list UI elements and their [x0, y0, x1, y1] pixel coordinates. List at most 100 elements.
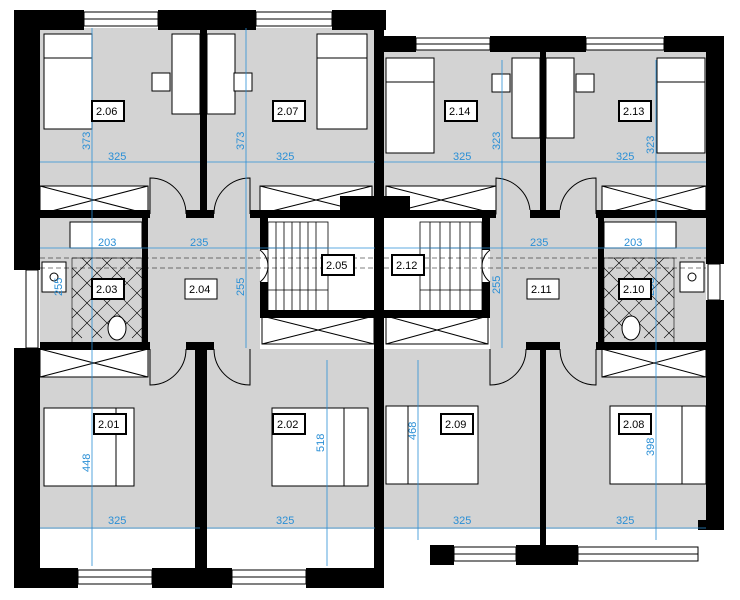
desk-2-13	[545, 57, 575, 139]
dim-h-2-02: 518	[315, 434, 327, 452]
wall-bottom-right-b	[516, 545, 578, 565]
room-label-2-11: 2.11	[526, 278, 560, 300]
dim-h-2-14: 323	[491, 132, 503, 150]
wall-h-upper-mid	[250, 210, 340, 218]
room-label-2-02: 2.02	[272, 413, 306, 435]
room-label-2-08: 2.08	[618, 413, 652, 435]
room-label-2-07: 2.07	[272, 100, 306, 122]
door-swings	[149, 177, 597, 386]
dim-corr-203-right: 203	[624, 237, 642, 249]
svg-text:2.13: 2.13	[623, 106, 644, 118]
window-bath-right	[707, 263, 721, 301]
wall-h-lower-left	[40, 342, 150, 350]
svg-text:2.11: 2.11	[531, 284, 552, 296]
chair-2-07	[233, 72, 253, 92]
dim-w-2-08: 325	[616, 515, 634, 527]
svg-text:2.09: 2.09	[445, 419, 466, 431]
svg-text:2.10: 2.10	[623, 284, 644, 296]
stairs-right	[419, 221, 483, 313]
window-bath-left	[25, 269, 39, 349]
wall-right-bottom-corner	[698, 520, 724, 530]
chair-2-13	[575, 73, 595, 93]
sink-right	[679, 261, 705, 293]
dim-h-2-09: 468	[407, 422, 419, 440]
wall-bath-left	[142, 218, 148, 342]
door-2-08	[559, 348, 597, 386]
door-2-14	[495, 177, 531, 214]
room-label-2-03: 2.03	[91, 278, 125, 300]
svg-text:2.02: 2.02	[277, 419, 298, 431]
dim-h-2-13: 323	[645, 136, 657, 154]
door-2-01	[149, 348, 187, 386]
wall-top-right-left	[332, 10, 386, 30]
room-label-2-10: 2.10	[618, 278, 652, 300]
wall-right-outer-lower	[706, 300, 724, 520]
wall-top-right-section	[384, 36, 416, 52]
furniture	[39, 33, 707, 487]
wall-h-lower-right-a	[384, 310, 490, 318]
section-lines	[40, 257, 706, 269]
wall-h-lower-left-b	[186, 342, 214, 350]
svg-text:2.03: 2.03	[96, 284, 117, 296]
room-label-2-06: 2.06	[91, 100, 125, 122]
chair-2-14	[491, 73, 511, 93]
dim-h-2-03: 255	[53, 278, 65, 296]
wall-h-lower-right-b	[526, 342, 560, 350]
wall-bottom-right-a	[430, 545, 454, 565]
dim-w-2-01: 325	[108, 515, 126, 527]
desk-2-06	[171, 33, 201, 115]
door-2-06	[149, 177, 187, 215]
wall-bottom-left-right	[306, 568, 384, 588]
door-2-05	[259, 249, 269, 283]
walls	[14, 10, 724, 588]
chair-2-06	[151, 72, 171, 92]
wall-h-upper-left-b	[186, 210, 214, 218]
bathtub-right	[603, 221, 677, 249]
door-2-13	[559, 177, 597, 214]
svg-text:2.12: 2.12	[396, 260, 417, 272]
dim-w-2-14: 325	[453, 151, 471, 163]
dim-w-2-07: 325	[276, 151, 294, 163]
svg-text:2.04: 2.04	[189, 284, 210, 296]
wall-h-upper-right-b	[530, 210, 560, 218]
svg-text:2.08: 2.08	[623, 419, 644, 431]
dim-corr-235-right: 235	[530, 237, 548, 249]
bed-2-06	[43, 33, 93, 130]
bed-2-13	[656, 57, 706, 154]
wall-h-upper-right-c	[596, 210, 706, 218]
wall-h-upper-left	[40, 210, 150, 218]
wall-top-mid-left	[158, 10, 256, 30]
wall-lower-mid-left	[195, 349, 207, 588]
room-label-2-04: 2.04	[184, 278, 218, 300]
door-2-12	[481, 249, 491, 283]
door-2-09	[489, 348, 527, 386]
room-label-2-12: 2.12	[391, 254, 425, 276]
wall-h-lower-right-c	[596, 342, 706, 350]
svg-text:2.06: 2.06	[96, 106, 117, 118]
dim-w-2-06: 325	[108, 151, 126, 163]
svg-text:2.07: 2.07	[277, 106, 298, 118]
wall-h-upper-right	[400, 210, 496, 218]
svg-text:2.05: 2.05	[326, 260, 347, 272]
wall-stair-left-b	[260, 282, 268, 318]
dim-corr-235-left: 235	[190, 237, 208, 249]
wall-stair-right-b	[482, 282, 490, 318]
desk-2-07	[206, 33, 236, 115]
wall-left-outer	[14, 10, 40, 270]
wall-stair-left-top	[340, 196, 374, 218]
wall-top-left	[14, 10, 84, 30]
wall-stair-right	[482, 218, 490, 250]
dim-h-2-11: 255	[491, 276, 503, 294]
door-2-07	[213, 177, 251, 215]
dim-h-2-06: 373	[81, 132, 93, 150]
wall-center-spine	[374, 10, 384, 588]
dim-h-2-01: 448	[81, 454, 93, 472]
dim-w-2-13: 325	[616, 151, 634, 163]
room-label-2-14: 2.14	[444, 100, 478, 122]
door-2-02	[213, 348, 251, 386]
dim-h-2-04: 255	[235, 278, 247, 296]
room-label-2-13: 2.13	[618, 100, 652, 122]
room-label-2-05: 2.05	[321, 254, 355, 276]
wall-upper-mid-left	[200, 28, 207, 214]
